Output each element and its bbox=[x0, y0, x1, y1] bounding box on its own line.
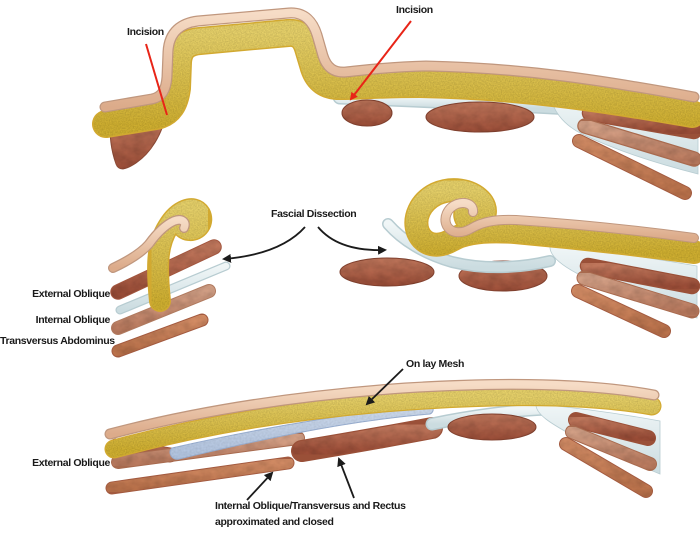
internal-oblique-muscle bbox=[577, 271, 699, 318]
skin-flap-right bbox=[441, 199, 698, 242]
closure-arrow-right bbox=[337, 457, 355, 499]
transversus-muscle bbox=[106, 457, 294, 494]
external-oblique-label-mid: External Oblique bbox=[32, 288, 110, 300]
fat-layer bbox=[105, 388, 661, 458]
panel-onlay-mesh bbox=[104, 368, 662, 501]
closure-caption-line2: approximated and closed bbox=[215, 516, 334, 528]
onlay-mesh-arrow bbox=[365, 368, 404, 406]
onlay-mesh-label: On lay Mesh bbox=[406, 358, 465, 370]
fascia-layer bbox=[116, 262, 230, 314]
closure-caption-line1: Internal Oblique/Transversus and Rectus bbox=[215, 500, 406, 512]
approximated-muscle-band bbox=[292, 418, 442, 461]
dissection-arrow-right bbox=[317, 226, 387, 255]
skin-layer bbox=[105, 380, 659, 439]
dissection-arrow-left bbox=[222, 226, 306, 263]
panel-incision-plan bbox=[92, 7, 700, 200]
panel-fascial-dissection bbox=[108, 178, 700, 358]
fascial-dissection-label: Fascial Dissection bbox=[271, 208, 357, 220]
incision-label-left: Incision bbox=[127, 26, 164, 38]
incision-line-right bbox=[349, 20, 412, 101]
transversus-abdominus-label: Transversus Abdominus bbox=[0, 335, 115, 347]
incision-label-right: Incision bbox=[396, 4, 433, 16]
onlay-mesh-shape bbox=[169, 404, 434, 460]
closure-arrow-left bbox=[246, 471, 274, 501]
fat-layer bbox=[93, 20, 700, 137]
transversus-muscle bbox=[560, 438, 652, 497]
internal-oblique-label-mid: Internal Oblique bbox=[35, 314, 111, 326]
external-oblique-muscle bbox=[583, 106, 700, 138]
dissected-fascia-sheet bbox=[383, 219, 555, 272]
rectus-muscle bbox=[447, 413, 537, 441]
skin-flap-left bbox=[109, 216, 189, 272]
incision-line-left bbox=[145, 43, 168, 116]
transversus-muscle bbox=[572, 285, 670, 337]
external-oblique-label-bottom: External Oblique bbox=[32, 457, 110, 469]
internal-oblique-muscle bbox=[578, 119, 700, 166]
skin-layer bbox=[100, 8, 699, 112]
rectus-muscle bbox=[341, 99, 393, 127]
external-oblique-muscle bbox=[581, 259, 699, 293]
transversus-muscle bbox=[573, 135, 691, 199]
rectus-muscle bbox=[339, 257, 435, 287]
internal-oblique-muscle bbox=[566, 426, 656, 470]
external-oblique-muscle bbox=[569, 413, 655, 445]
transversus-muscle bbox=[112, 314, 208, 357]
rectus-muscle bbox=[425, 101, 535, 133]
